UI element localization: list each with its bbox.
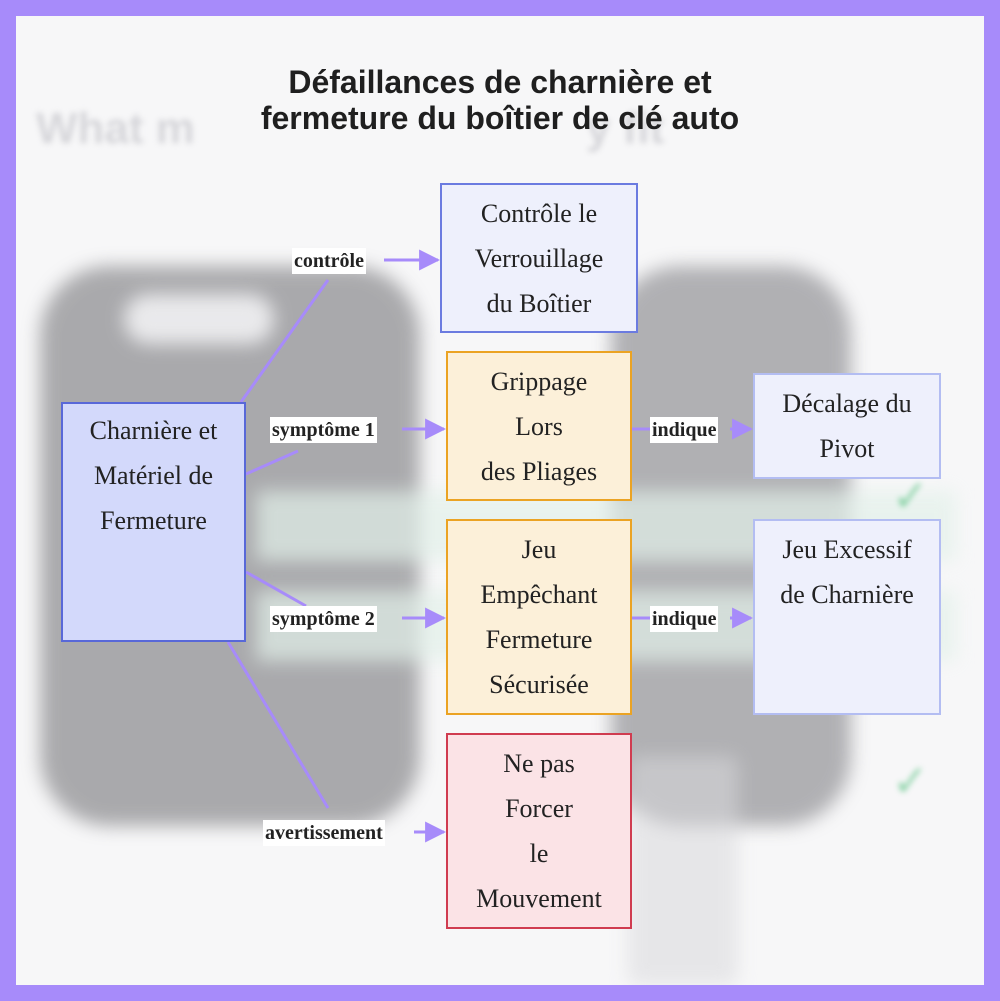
node-pivot-offset-text: Décalage du Pivot xyxy=(782,389,912,463)
background-check-icon: ✓ xyxy=(892,756,929,807)
node-controls-locking: Contrôle le Verrouillage du Boîtier xyxy=(440,183,638,333)
edge-main-to-symptom1-label xyxy=(245,449,299,476)
node-controls-locking-text: Contrôle le Verrouillage du Boîtier xyxy=(474,199,604,318)
background-key-ring-hole xyxy=(124,294,274,344)
node-do-not-force: Ne pas Forcer le Mouvement xyxy=(446,733,632,929)
diagram-connectors xyxy=(226,249,754,843)
edge-main-to-warning-label xyxy=(226,641,330,809)
node-excessive-hinge-play: Jeu Excessif de Charnière xyxy=(753,519,941,715)
node-hinge-hardware: Charnière et Matériel de Fermeture xyxy=(61,402,246,642)
node-folding-binding-text: Grippage Lors des Pliages xyxy=(480,367,598,486)
edge-main-to-symptom2-label xyxy=(245,570,307,608)
node-pivot-offset: Décalage du Pivot xyxy=(753,373,941,479)
diagram-canvas: What m y fit ✓ ✓ ✓ Défaillances de charn… xyxy=(16,16,984,985)
diagram-title: Défaillances de charnière et fermeture d… xyxy=(16,64,984,136)
background-check-icon: ✓ xyxy=(892,471,929,522)
background-key-blade xyxy=(628,756,738,985)
edge-label-symptom-2: symptôme 2 xyxy=(270,606,377,632)
edge-label-symptom-1: symptôme 1 xyxy=(270,417,377,443)
edge-label-warning: avertissement xyxy=(263,820,385,846)
node-play-prevents-closing: Jeu Empêchant Fermeture Sécurisée xyxy=(446,519,632,715)
node-hinge-hardware-text: Charnière et Matériel de Fermeture xyxy=(89,416,218,535)
node-excessive-hinge-play-text: Jeu Excessif de Charnière xyxy=(780,535,914,609)
background-blurred-text: What m y fit xyxy=(36,104,665,153)
node-folding-binding: Grippage Lors des Pliages xyxy=(446,351,632,501)
edge-label-control: contrôle xyxy=(292,248,366,274)
edge-label-indicates-2: indique xyxy=(650,606,719,632)
title-line-2: fermeture du boîtier de clé auto xyxy=(260,100,740,136)
title-line-1: Défaillances de charnière et xyxy=(288,64,712,100)
edge-main-to-control-label xyxy=(239,279,330,403)
node-do-not-force-text: Ne pas Forcer le Mouvement xyxy=(476,749,602,913)
node-play-prevents-closing-text: Jeu Empêchant Fermeture Sécurisée xyxy=(480,535,598,699)
edge-label-indicates-1: indique xyxy=(650,417,719,443)
